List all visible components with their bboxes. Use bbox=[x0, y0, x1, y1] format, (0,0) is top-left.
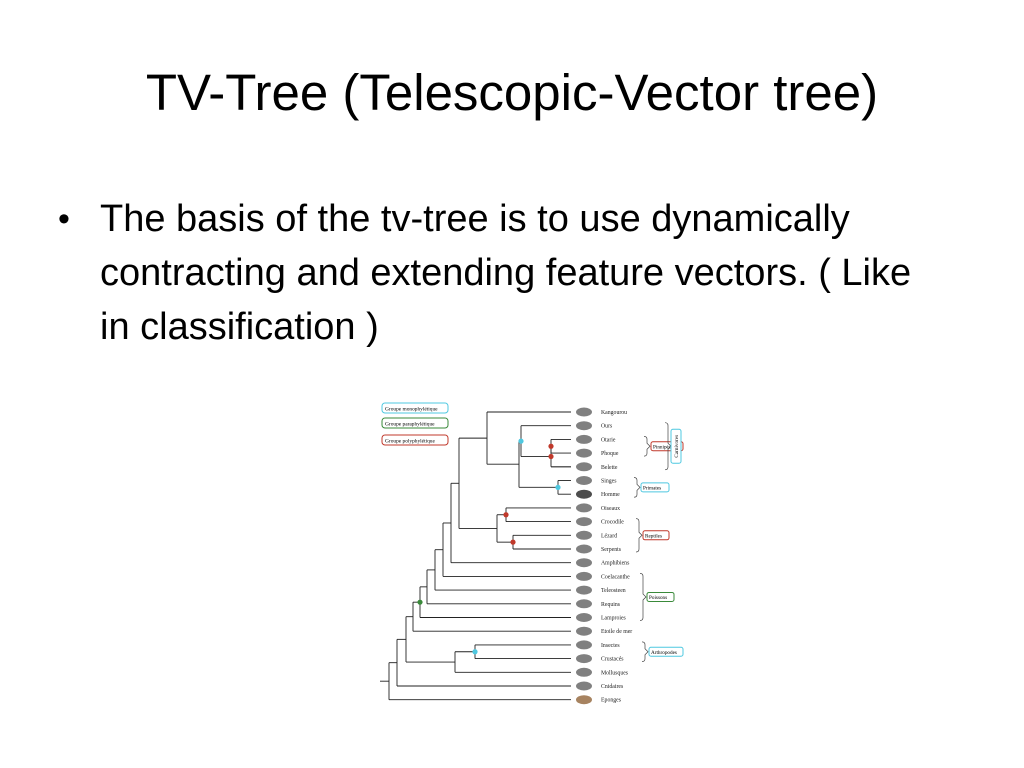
taxon-silhouette-amphibiens bbox=[576, 558, 592, 568]
taxon-label-crustaces: Crustacés bbox=[601, 657, 624, 663]
legend-label: Groupe paraphylétique bbox=[385, 421, 435, 427]
node-marker-pinn bbox=[548, 443, 554, 449]
taxon-silhouette-crustaces bbox=[576, 654, 592, 664]
group-bracket-pinnipedes bbox=[643, 436, 651, 457]
taxon-label-coelacanthe: Coelacanthe bbox=[601, 574, 630, 580]
group-bracket-arthropodes bbox=[641, 641, 649, 662]
taxon-silhouette-homme bbox=[576, 489, 592, 499]
taxon-label-lamproies: Lamproies bbox=[601, 616, 627, 622]
taxon-label-singes: Singes bbox=[601, 479, 617, 485]
taxon-label-oiseaux: Oiseaux bbox=[601, 506, 620, 512]
group-box-poissons bbox=[646, 591, 675, 602]
group-label-carnivores: Carnivores bbox=[674, 435, 680, 458]
group-bracket-reptiles bbox=[635, 518, 643, 553]
group-box-carnivores bbox=[670, 428, 682, 464]
group-box-arthropodes bbox=[648, 646, 684, 657]
taxon-label-homme: Homme bbox=[601, 492, 620, 498]
taxon-silhouette-crocodile bbox=[576, 517, 592, 527]
legend-box-groupe-polyphyletique bbox=[381, 434, 449, 446]
taxon-label-amphibiens: Amphibiens bbox=[601, 561, 630, 567]
group-label-reptiles: Reptiles bbox=[645, 533, 662, 539]
taxon-label-ours: Ours bbox=[601, 424, 613, 430]
taxon-silhouette-phoque bbox=[576, 448, 592, 458]
legend-box-groupe-paraphyletique bbox=[381, 417, 449, 429]
taxon-silhouette-ours bbox=[576, 421, 592, 431]
taxon-label-cnidaires: Cnidaires bbox=[601, 684, 624, 690]
legend-box-groupe-monophyletique bbox=[381, 402, 449, 414]
group-bracket-primates bbox=[633, 477, 641, 498]
group-label-primates: Primates bbox=[643, 485, 661, 491]
taxon-silhouette-lamproies bbox=[576, 613, 592, 622]
taxon-silhouette-singes bbox=[576, 476, 592, 485]
taxon-label-phoque: Phoque bbox=[601, 451, 619, 457]
group-box-reptiles bbox=[642, 530, 670, 541]
group-label-pinnipedes: Pinnipèdes bbox=[653, 444, 676, 450]
taxon-silhouette-lezard bbox=[576, 530, 592, 540]
node-marker-carn bbox=[518, 438, 524, 444]
node-marker-prim bbox=[555, 484, 561, 490]
node-marker-snake bbox=[510, 539, 516, 545]
node-marker-carnIn bbox=[548, 453, 554, 460]
taxon-label-insectes: Insectes bbox=[601, 643, 620, 649]
taxon-silhouette-belette bbox=[576, 462, 592, 472]
taxon-label-etoile-de-mer: Etoile de mer bbox=[601, 629, 632, 635]
taxon-label-requins: Requins bbox=[601, 602, 621, 608]
group-label-arthropodes: Arthropodes bbox=[651, 650, 677, 656]
group-box-primates bbox=[640, 482, 670, 493]
taxon-label-serpents: Serpents bbox=[601, 547, 622, 553]
taxon-silhouette-kangourou bbox=[576, 407, 592, 417]
node-marker-arth bbox=[472, 649, 478, 655]
slide-title: TV-Tree (Telescopic-Vector tree) bbox=[145, 64, 879, 121]
taxon-label-lezard: Lézard bbox=[601, 533, 617, 539]
taxon-silhouette-cnidaires bbox=[576, 681, 592, 691]
taxon-silhouette-teleosteen bbox=[576, 585, 592, 595]
taxon-silhouette-eponges bbox=[576, 695, 592, 705]
node-marker-croc bbox=[503, 512, 509, 518]
taxon-silhouette-etoile-de-mer bbox=[576, 626, 592, 636]
taxon-silhouette-mollusques bbox=[576, 667, 592, 677]
group-label-poissons: Poissons bbox=[649, 595, 667, 601]
taxon-label-eponges: Eponges bbox=[601, 698, 622, 704]
bullet-text: The basis of the tv-tree is to use dynam… bbox=[100, 198, 912, 348]
taxon-silhouette-otarie bbox=[576, 434, 592, 444]
taxon-silhouette-requins bbox=[576, 599, 592, 609]
taxon-label-mollusques: Mollusques bbox=[601, 670, 629, 676]
taxon-silhouette-oiseaux bbox=[576, 503, 592, 513]
taxon-silhouette-coelacanthe bbox=[576, 571, 592, 581]
taxon-label-crocodile: Crocodile bbox=[601, 520, 624, 526]
legend-label: Groupe monophylétique bbox=[385, 406, 438, 412]
taxon-label-belette: Belette bbox=[601, 465, 618, 471]
taxon-label-kangourou: Kangourou bbox=[601, 410, 627, 416]
node-marker-vert bbox=[417, 599, 423, 605]
taxon-silhouette-insectes bbox=[576, 640, 592, 650]
taxon-label-teleosteen: Teleosteen bbox=[601, 588, 626, 594]
bullet-marker: • bbox=[58, 200, 70, 238]
taxon-label-otarie: Otarie bbox=[601, 437, 616, 443]
group-bracket-poissons bbox=[639, 573, 647, 621]
taxon-silhouette-serpents bbox=[576, 544, 592, 554]
legend-label: Groupe polyphylétique bbox=[385, 438, 435, 444]
